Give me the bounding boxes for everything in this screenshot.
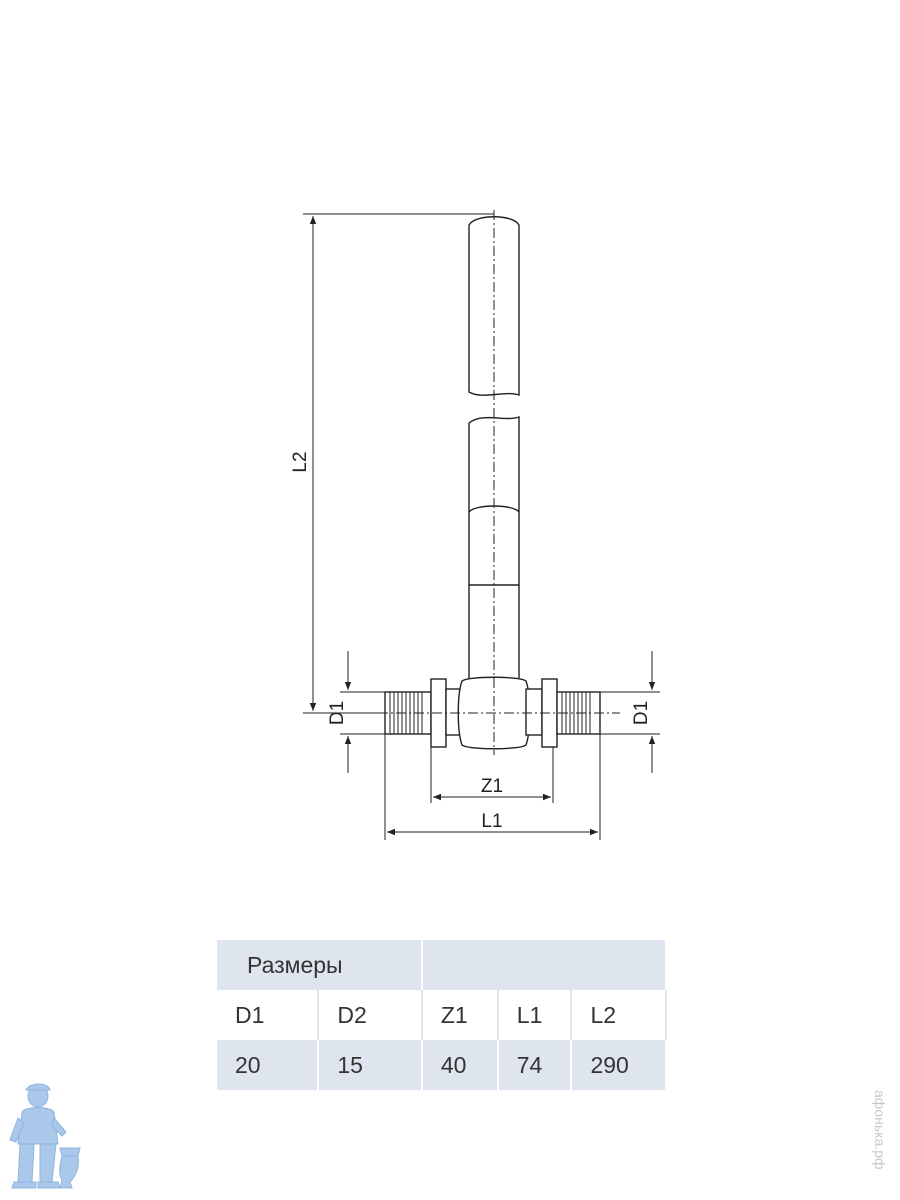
center-lines — [360, 210, 620, 755]
value-l2: 290 — [571, 1040, 667, 1090]
dimensions-table: Размеры D1 D2 Z1 L1 L2 20 15 40 74 290 — [217, 940, 668, 1090]
l2-label: L2 — [290, 451, 311, 472]
z1-label: Z1 — [481, 776, 503, 797]
dimension-l2 — [303, 213, 494, 714]
dimension-d1-right — [600, 651, 660, 773]
l1-label: L1 — [481, 811, 502, 832]
table-title-row: Размеры — [217, 940, 668, 990]
header-z1: Z1 — [421, 990, 499, 1040]
table-header-row: D1 D2 Z1 L1 L2 — [217, 990, 667, 1040]
value-z1: 40 — [421, 1040, 499, 1090]
dimension-l1 — [384, 734, 601, 840]
plumber-mascot-icon — [9, 1083, 81, 1189]
site-watermark: афонька.рф — [870, 1090, 894, 1190]
header-d1: D1 — [217, 990, 320, 1040]
value-l1: 74 — [497, 1040, 573, 1090]
table-title-blank — [421, 940, 668, 990]
table-row: 20 15 40 74 290 — [217, 1040, 667, 1090]
header-d2: D2 — [318, 990, 423, 1040]
value-d2: 15 — [318, 1040, 423, 1090]
value-d1: 20 — [217, 1040, 320, 1090]
header-l1: L1 — [497, 990, 573, 1040]
watermark-text: афонька.рф — [872, 1090, 888, 1170]
header-l2: L2 — [571, 990, 667, 1040]
d1-left-label: D1 — [327, 701, 348, 725]
table-title: Размеры — [217, 940, 423, 990]
dimension-d1-left — [340, 651, 385, 773]
dimension-z1 — [430, 747, 554, 803]
d1-right-label: D1 — [631, 701, 652, 725]
